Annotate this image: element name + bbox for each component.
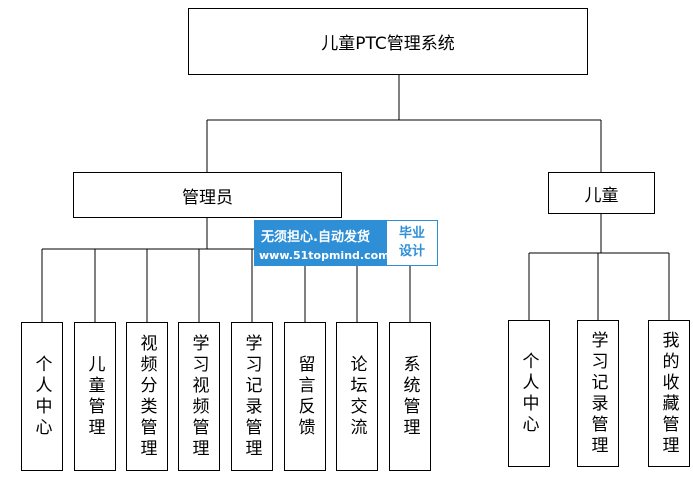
- leaf-node-child-study-record: 学习记录管理: [577, 320, 619, 467]
- root-label: 儿童PTC管理系统: [321, 34, 455, 54]
- root-node: 儿童PTC管理系统: [188, 8, 588, 75]
- leaf-node-admin-feedback: 留言反馈: [284, 322, 326, 471]
- watermark-side-line1: 毕业: [398, 226, 425, 241]
- leaf-label: 儿童管理: [84, 354, 105, 439]
- leaf-node-admin-system: 系统管理: [389, 322, 431, 471]
- branch-label-admin: 管理员: [182, 187, 233, 208]
- watermark-line1: 无须担心.自动发货: [261, 230, 370, 245]
- branch-node-child: 儿童: [548, 172, 655, 214]
- leaf-node-admin-video-category: 视频分类管理: [126, 322, 168, 471]
- leaf-node-admin-study-video: 学习视频管理: [178, 322, 220, 471]
- leaf-node-admin-forum: 论坛交流: [336, 322, 378, 471]
- watermark-side: 毕业 设计: [387, 221, 437, 265]
- branch-label-child: 儿童: [584, 185, 619, 206]
- watermark-url: www.51topmind.com: [259, 249, 390, 262]
- leaf-node-admin-study-record: 学习记录管理: [231, 322, 273, 471]
- leaf-node-admin-personal-center: 个人中心: [21, 322, 63, 471]
- leaf-node-child-personal-center: 个人中心: [508, 320, 550, 467]
- leaf-label: 论坛交流: [346, 354, 367, 439]
- leaf-label: 个人中心: [31, 354, 52, 439]
- leaf-label: 学习记录管理: [241, 333, 262, 460]
- leaf-label: 学习记录管理: [587, 330, 608, 457]
- leaf-node-child-favorites: 我的收藏管理: [648, 320, 690, 467]
- leaf-label: 个人中心: [518, 351, 539, 436]
- leaf-node-admin-child-management: 儿童管理: [74, 322, 116, 471]
- leaf-label: 系统管理: [399, 354, 420, 439]
- branch-node-admin: 管理员: [73, 172, 342, 218]
- leaf-label: 我的收藏管理: [658, 330, 679, 457]
- leaf-label: 学习视频管理: [188, 333, 209, 460]
- leaf-label: 视频分类管理: [136, 333, 157, 460]
- watermark-badge: 无须担心.自动发货 www.51topmind.com 毕业 设计: [254, 220, 438, 266]
- watermark-side-line2: 设计: [398, 244, 425, 259]
- leaf-label: 留言反馈: [294, 354, 315, 439]
